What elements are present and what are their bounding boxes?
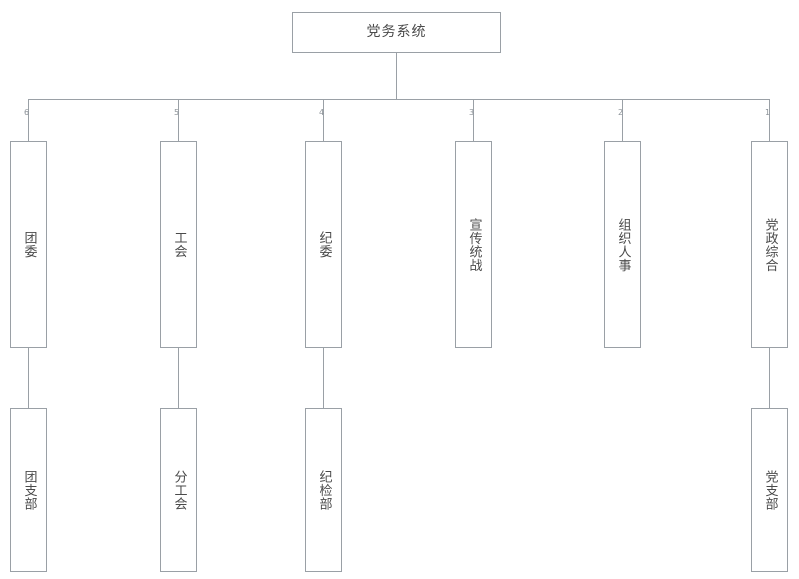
node-level2-label: 组织人事 xyxy=(615,217,631,272)
node-level2[interactable]: 宣传统战 xyxy=(455,141,492,348)
branch-index-label: 6 xyxy=(24,108,30,117)
edge-branch-drop xyxy=(622,99,623,141)
edge-branch-drop xyxy=(769,99,770,141)
node-level2[interactable]: 团委 xyxy=(10,141,47,348)
node-root[interactable]: 党务系统 xyxy=(292,12,501,53)
node-level2[interactable]: 纪委 xyxy=(305,141,342,348)
node-level2-label: 工会 xyxy=(171,231,187,258)
node-level3[interactable]: 分工会 xyxy=(160,408,197,572)
branch-index-label: 3 xyxy=(469,108,475,117)
node-level3[interactable]: 党支部 xyxy=(751,408,788,572)
node-level3-label: 纪检部 xyxy=(316,469,332,511)
node-level2[interactable]: 组织人事 xyxy=(604,141,641,348)
node-level3[interactable]: 团支部 xyxy=(10,408,47,572)
node-level2-label: 党政综合 xyxy=(762,217,778,272)
edge-child-link xyxy=(28,348,29,408)
node-level2-label: 团委 xyxy=(21,231,37,258)
node-level2[interactable]: 党政综合 xyxy=(751,141,788,348)
branch-index-label: 2 xyxy=(618,108,624,117)
branch-index-label: 5 xyxy=(174,108,180,117)
node-level3-label: 分工会 xyxy=(171,469,187,511)
branch-index-label: 1 xyxy=(765,108,771,117)
node-level2[interactable]: 工会 xyxy=(160,141,197,348)
node-level2-label: 纪委 xyxy=(316,231,332,258)
node-root-label: 党务系统 xyxy=(366,23,427,40)
edge-branch-drop xyxy=(473,99,474,141)
node-level3-label: 党支部 xyxy=(762,469,778,511)
branch-index-label: 4 xyxy=(319,108,325,117)
edge-branch-drop xyxy=(323,99,324,141)
edge-child-link xyxy=(323,348,324,408)
node-level2-label: 宣传统战 xyxy=(466,217,482,272)
node-level3-label: 团支部 xyxy=(21,469,37,511)
node-level3[interactable]: 纪检部 xyxy=(305,408,342,572)
edge-child-link xyxy=(178,348,179,408)
edge-root-stem xyxy=(396,53,397,99)
edge-child-link xyxy=(769,348,770,408)
edge-branch-drop xyxy=(28,99,29,141)
edge-horizontal-bus xyxy=(28,99,770,100)
edge-branch-drop xyxy=(178,99,179,141)
